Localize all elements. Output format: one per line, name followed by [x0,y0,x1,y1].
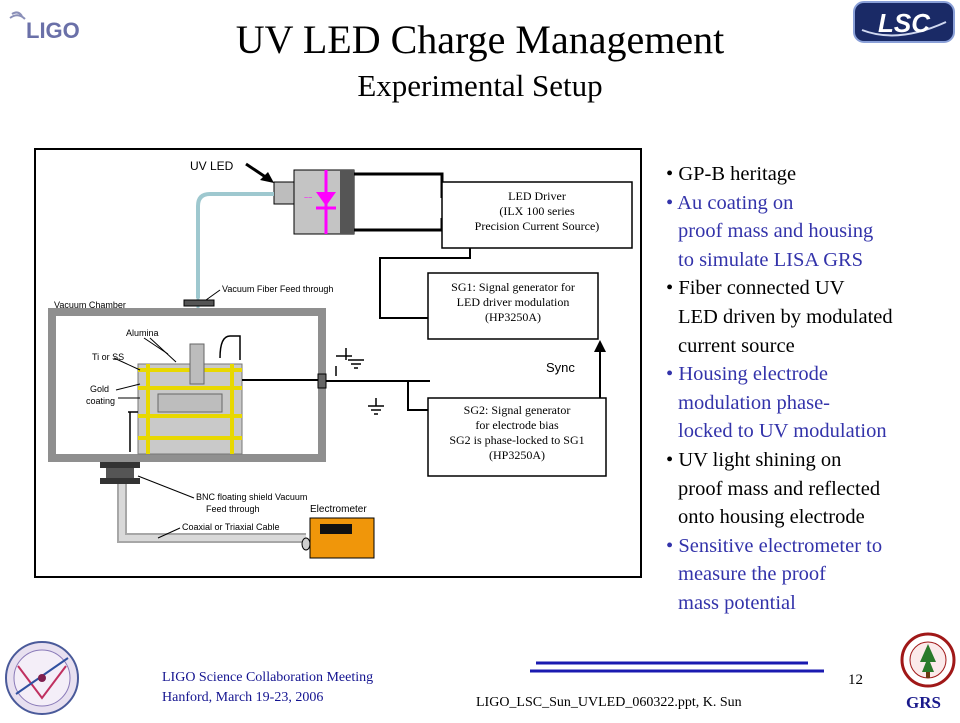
meeting-name: LIGO Science Collaboration Meeting [162,670,374,685]
bullet-text: mass potential [678,591,796,614]
bullet-text: Au coating on [677,191,794,214]
bullet-text: measure the proof [678,563,826,586]
bullet-text: Sensitive electrometer to [678,534,883,557]
sg2-box: SG2: Signal generator for electrode bias… [427,397,607,477]
bullet-text: onto housing electrode [678,506,865,529]
bullet-text: modulation phase- [678,391,831,414]
sg2-line1: SG2: Signal generator [464,403,571,417]
bullet-text: UV light shining on [678,448,842,471]
bullet-text: to simulate LISA GRS [678,248,864,271]
bullet-text: proof mass and reflected [678,477,881,500]
lsc-logo: LSC [848,0,960,53]
bullet-text: current source [678,334,795,357]
page-subtitle: Experimental Setup [357,68,603,103]
footer-rule [530,658,830,683]
gold-label-2: coating [86,396,115,406]
bnc-label-1: BNC floating shield Vacuum [196,492,307,502]
stanford-seal-logo [900,632,956,693]
electrode-feedthrough [317,373,327,389]
bnc-feedthrough [100,462,140,484]
sg1-line3: (HP3250A) [485,310,541,324]
setup-diagram: UV LED ~~ LED Driver (ILX 100 series Pre… [34,148,644,585]
fiber-feedthrough [183,299,215,307]
ligo-logo-text: LIGO [26,18,80,43]
sg2-line2: for electrode bias [475,418,559,432]
ground-symbol-2 [368,398,384,415]
ground-symbol [348,359,364,369]
led-driver-model: (ILX 100 series [499,204,575,218]
ti-or-ss-label: Ti or SS [92,352,124,362]
ligo-seal-logo [2,638,82,723]
bullet-text: Housing electrode [678,363,829,386]
bullet-gpb: • GP-B heritage [666,163,797,185]
led-driver-title: LED Driver [508,189,566,203]
bnc-label-2: Feed through [206,504,260,514]
sg2-line4: (HP3250A) [489,448,545,462]
sg2-line3: SG2 is phase-locked to SG1 [449,433,584,447]
gold-label-1: Gold [90,384,109,394]
svg-text:~~: ~~ [304,195,312,202]
lsc-logo-text: LSC [878,8,931,38]
uv-led-label: UV LED [190,159,234,173]
bullet-text: GP-B heritage [678,163,797,185]
vacuum-fiber-label: Vacuum Fiber Feed through [222,284,333,294]
sync-label: Sync [546,360,575,375]
vacuum-chamber-label: Vacuum Chamber [54,300,126,310]
bullet-text: locked to UV modulation [678,420,887,443]
gold-housing [137,343,243,455]
led-driver-box: LED Driver (ILX 100 series Precision Cur… [441,181,633,249]
bullet-text: LED driven by modulated [678,305,893,328]
sg1-line2: LED driver modulation [457,295,570,309]
file-name: LIGO_LSC_Sun_UVLED_060322.ppt, K. Sun [476,695,742,710]
bullet-text: Fiber connected UV [678,277,845,300]
ligo-logo: LIGO [8,8,88,49]
sg1-line1: SG1: Signal generator for [451,280,575,294]
alumina-label: Alumina [126,328,159,338]
optical-fiber [196,192,274,298]
electrometer-label: Electrometer [310,504,367,515]
coax-label: Coaxial or Triaxial Cable [182,522,280,532]
meeting-info: LIGO Science Collaboration Meeting Hanfo… [162,668,373,708]
page-title: UV LED Charge Management [235,17,725,62]
page-number: 12 [848,672,863,688]
electrometer [301,517,375,559]
grs-label: GRS [906,693,941,712]
sg1-box: SG1: Signal generator for LED driver mod… [427,272,599,340]
led-driver-desc: Precision Current Source) [475,219,600,233]
bullet-text: proof mass and housing [678,220,874,243]
led-housing: ~~ [273,169,355,235]
meeting-location-date: Hanford, March 19-23, 2006 [162,690,324,705]
